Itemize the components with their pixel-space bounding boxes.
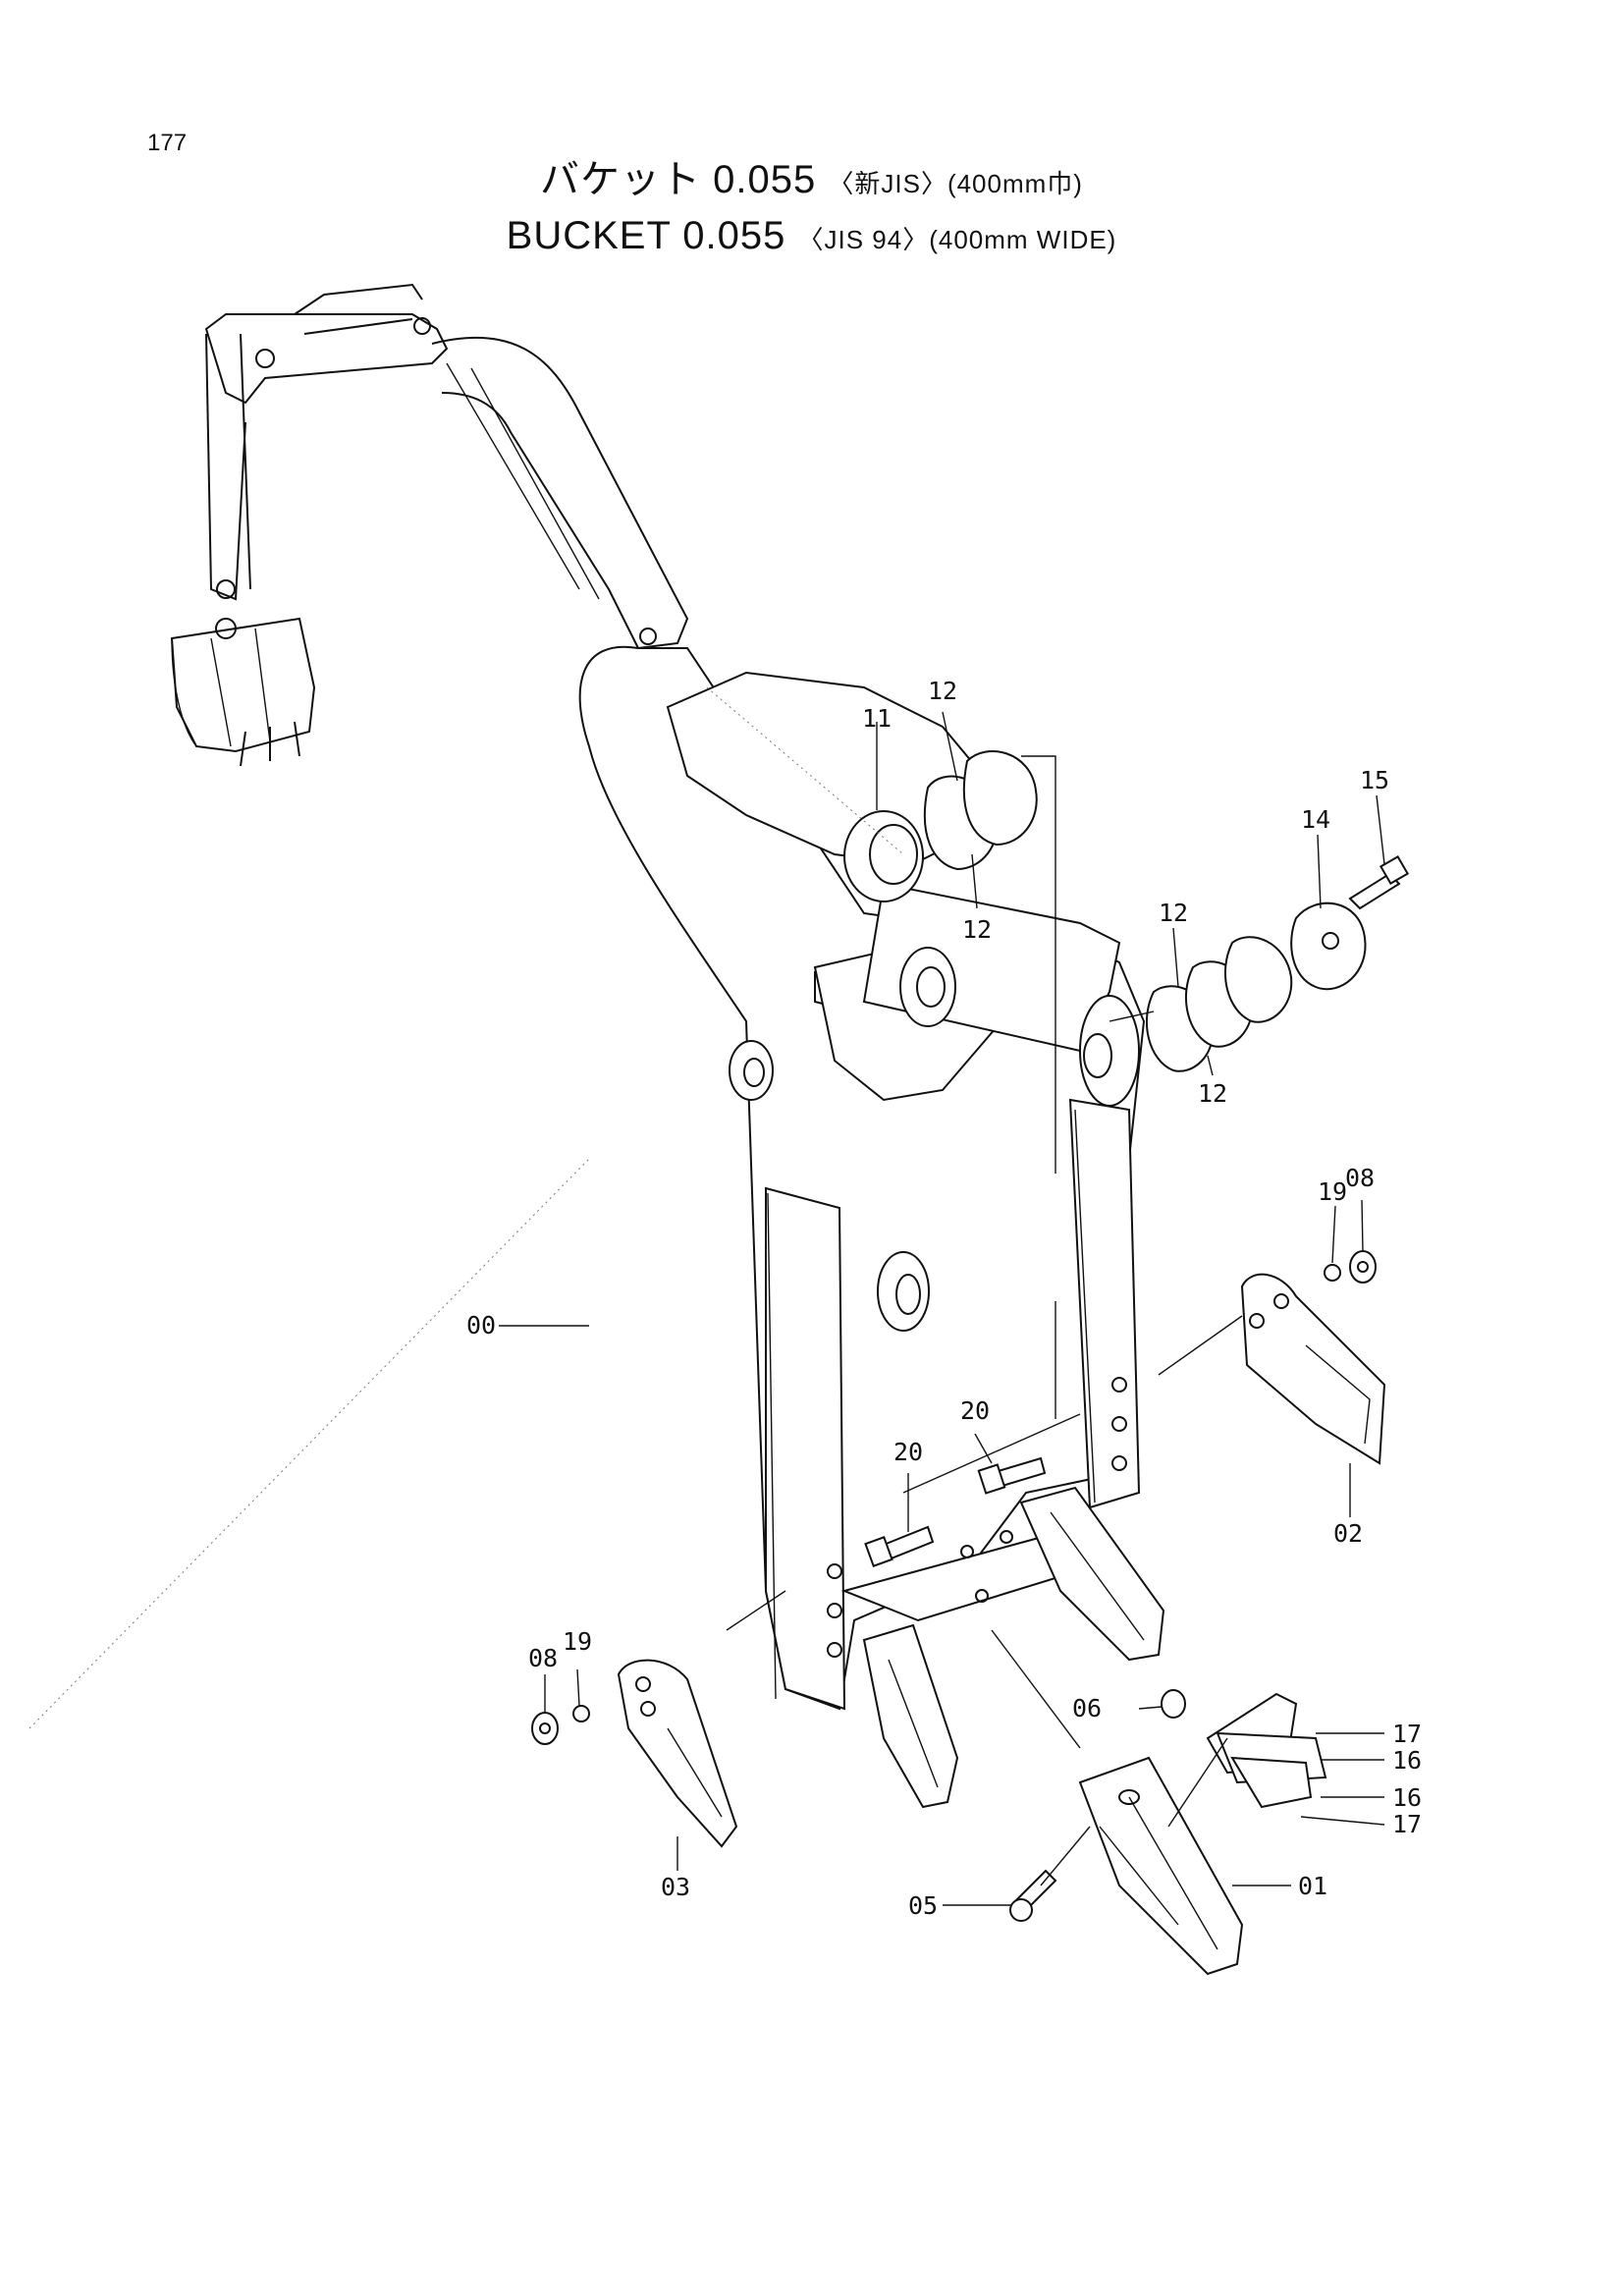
part-03-side-cutter-left bbox=[617, 1659, 738, 1848]
part-12-shims-right bbox=[1146, 936, 1293, 1072]
callout-16-b: 16 bbox=[1392, 1783, 1422, 1812]
title-jp-main: バケット 0.055 bbox=[540, 158, 817, 201]
part-15-bolt bbox=[1348, 854, 1410, 910]
callout-06: 06 bbox=[1072, 1694, 1102, 1722]
part-20-bolts bbox=[864, 1456, 1047, 1567]
title-jp-spec: 〈新JIS〉(400mm巾) bbox=[828, 169, 1083, 198]
callout-11: 11 bbox=[862, 704, 892, 733]
part-02-side-cutter-right bbox=[1240, 1273, 1386, 1465]
callout-03: 03 bbox=[661, 1873, 690, 1901]
part-08-nut-left bbox=[531, 1712, 559, 1745]
callout-08-right: 08 bbox=[1345, 1164, 1375, 1192]
part-08-nut-right bbox=[1349, 1250, 1377, 1284]
callout-20-upper: 20 bbox=[960, 1396, 990, 1425]
callout-15: 15 bbox=[1360, 766, 1389, 794]
part-05-pin bbox=[1009, 1869, 1057, 1922]
part-14-plate bbox=[1290, 902, 1367, 991]
callout-19-left: 19 bbox=[563, 1627, 592, 1656]
bucket-body bbox=[578, 645, 1165, 1809]
callout-12-c: 12 bbox=[1159, 899, 1188, 927]
part-06-nut bbox=[1161, 1689, 1186, 1719]
callout-08-left: 08 bbox=[528, 1644, 558, 1672]
part-19-washer-right bbox=[1324, 1264, 1341, 1282]
title-en-spec: 〈JIS 94〉(400mm WIDE) bbox=[797, 225, 1117, 254]
title-english: BUCKET 0.055 〈JIS 94〉(400mm WIDE) bbox=[0, 214, 1623, 258]
callout-12-b: 12 bbox=[962, 915, 992, 944]
callout-16-a: 16 bbox=[1392, 1746, 1422, 1775]
callout-labels: 11 12 12 12 12 14 15 19 08 00 20 20 02 0… bbox=[466, 677, 1422, 1920]
assembly-lines bbox=[28, 686, 1243, 1886]
page-number: 177 bbox=[147, 130, 188, 156]
part-16-17-lock-parts bbox=[1206, 1692, 1327, 1809]
callout-17-b: 17 bbox=[1392, 1810, 1422, 1838]
callout-12-a: 12 bbox=[928, 677, 957, 705]
callout-leaders bbox=[499, 711, 1385, 1906]
callout-01: 01 bbox=[1298, 1872, 1327, 1900]
callout-14: 14 bbox=[1301, 805, 1330, 834]
part-01-tooth bbox=[1078, 1756, 1244, 1976]
part-11-bushing bbox=[843, 810, 924, 902]
part-19-washer-left bbox=[572, 1705, 590, 1722]
callout-02: 02 bbox=[1333, 1519, 1363, 1548]
callout-12-d: 12 bbox=[1198, 1079, 1227, 1108]
callout-05: 05 bbox=[908, 1891, 938, 1920]
callout-17-a: 17 bbox=[1392, 1720, 1422, 1748]
excavator-arm-thumbnail bbox=[170, 283, 689, 767]
callout-00: 00 bbox=[466, 1311, 496, 1339]
callout-19-right: 19 bbox=[1318, 1177, 1347, 1206]
part-12-shims-upper bbox=[923, 750, 1038, 871]
title-japanese: バケット 0.055 〈新JIS〉(400mm巾) bbox=[0, 147, 1623, 204]
callout-20-lower: 20 bbox=[893, 1438, 923, 1466]
title-en-main: BUCKET 0.055 bbox=[506, 214, 786, 257]
